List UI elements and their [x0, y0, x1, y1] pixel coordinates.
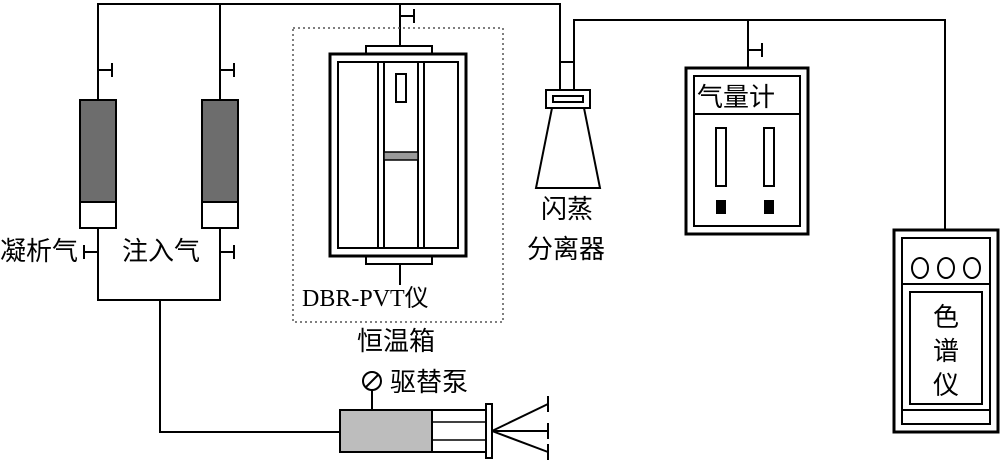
flash-separator: [534, 89, 602, 189]
label-flash-separator-2: 分离器: [527, 235, 605, 265]
pipe-top-left: [97, 3, 561, 100]
label-displacement-pump: 驱替泵: [390, 368, 468, 398]
pvt-piston: [383, 151, 419, 161]
chromatograph: [892, 228, 1000, 434]
label-thermostat: 恒温箱: [357, 327, 435, 357]
label-chromatograph-1: 色: [933, 303, 959, 333]
label-gas-meter: 气量计: [697, 83, 775, 113]
valve-icon: [220, 63, 235, 77]
valves: [83, 9, 763, 259]
label-flash-separator-1: 闪蒸: [541, 195, 593, 225]
pvt-sight-glass: [395, 73, 407, 103]
injection-gas-cylinder: [201, 99, 239, 229]
valve-icon: [98, 63, 113, 77]
pipe-separator-right: [573, 19, 946, 230]
valve-icon: [220, 245, 235, 259]
displacement-pump: [339, 371, 549, 460]
thermostat-box: [292, 27, 504, 323]
piping: [97, 3, 946, 433]
condensate-gas-cylinder: [79, 99, 117, 229]
gas-meter: [684, 66, 810, 236]
valve-icon: [83, 245, 98, 259]
label-injection-gas: 注入气: [122, 237, 200, 267]
valve-icon: [400, 9, 415, 23]
label-chromatograph-2: 谱: [933, 337, 959, 367]
valve-icon: [748, 43, 763, 57]
pvt-cell: [328, 45, 468, 265]
label-condensate-gas: 凝析气: [0, 237, 78, 267]
label-chromatograph-3: 仪: [933, 371, 959, 401]
label-pvt-apparatus: DBR-PVT仪: [302, 286, 429, 312]
pipe-pump-line: [159, 300, 340, 433]
